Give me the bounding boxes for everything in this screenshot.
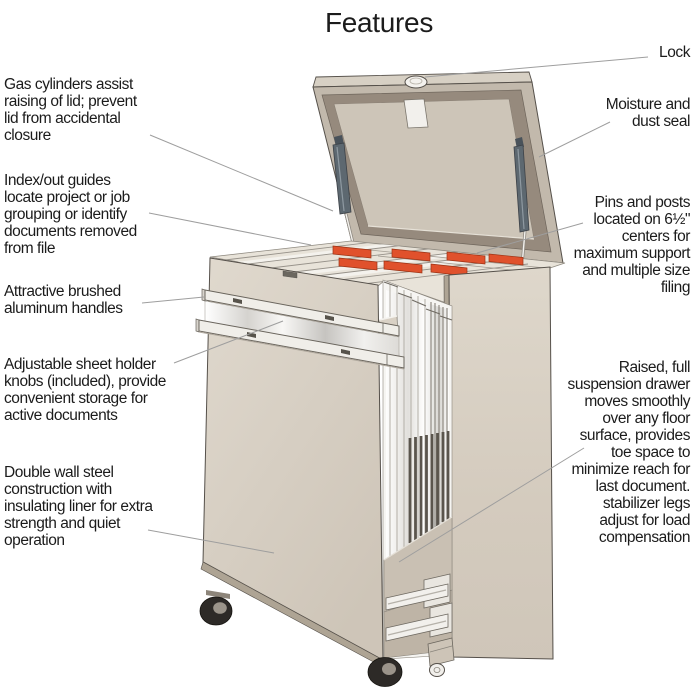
file-index-tabs [332, 245, 524, 277]
callout-sheet-holder-knobs: Adjustable sheet holder knobs (included)… [4, 356, 166, 424]
drawer-front-panel [195, 257, 405, 667]
leader-lock [424, 56, 649, 78]
leader-moisture-seal [538, 121, 611, 158]
leader-sheet-holder [173, 320, 284, 364]
stabilizer-leg [427, 637, 455, 677]
handle-rail-upper [201, 288, 400, 337]
label-slot [282, 270, 298, 279]
callout-gas-cylinders: Gas cylinders assist raising of lid; pre… [4, 76, 137, 144]
gas-cylinder-left [332, 135, 355, 244]
leader-index-guides [148, 212, 312, 246]
leader-handles [141, 296, 205, 304]
callout-double-wall: Double wall steel construction with insu… [4, 464, 153, 549]
lid-latch [403, 98, 429, 129]
callout-pins-and-posts: Pins and posts located on 6½" centers fo… [573, 194, 691, 296]
leader-gas-cylinders [149, 134, 334, 212]
callout-suspension-drawer: Raised, full suspension drawer moves smo… [567, 359, 691, 546]
caster-front-left [199, 590, 233, 626]
callout-lock: Lock [659, 44, 690, 61]
gas-cylinder-right [513, 137, 530, 267]
leader-suspension-drawer [398, 447, 585, 563]
lock-knob [404, 75, 428, 89]
leader-double-wall [147, 529, 275, 554]
page-title: Features [324, 7, 434, 38]
handle-rail-lower [195, 318, 405, 370]
open-lid [312, 71, 564, 264]
caster-middle [367, 657, 403, 687]
leader-pins-posts [476, 222, 584, 254]
drawer-slides [385, 573, 453, 642]
callout-aluminum-handles: Attractive brushed aluminum handles [4, 283, 123, 317]
leader-lines [141, 56, 649, 563]
callout-index-out-guides: Index/out guides locate project or job g… [4, 172, 137, 257]
callout-moisture-dust-seal: Moisture and dust seal [605, 96, 691, 130]
